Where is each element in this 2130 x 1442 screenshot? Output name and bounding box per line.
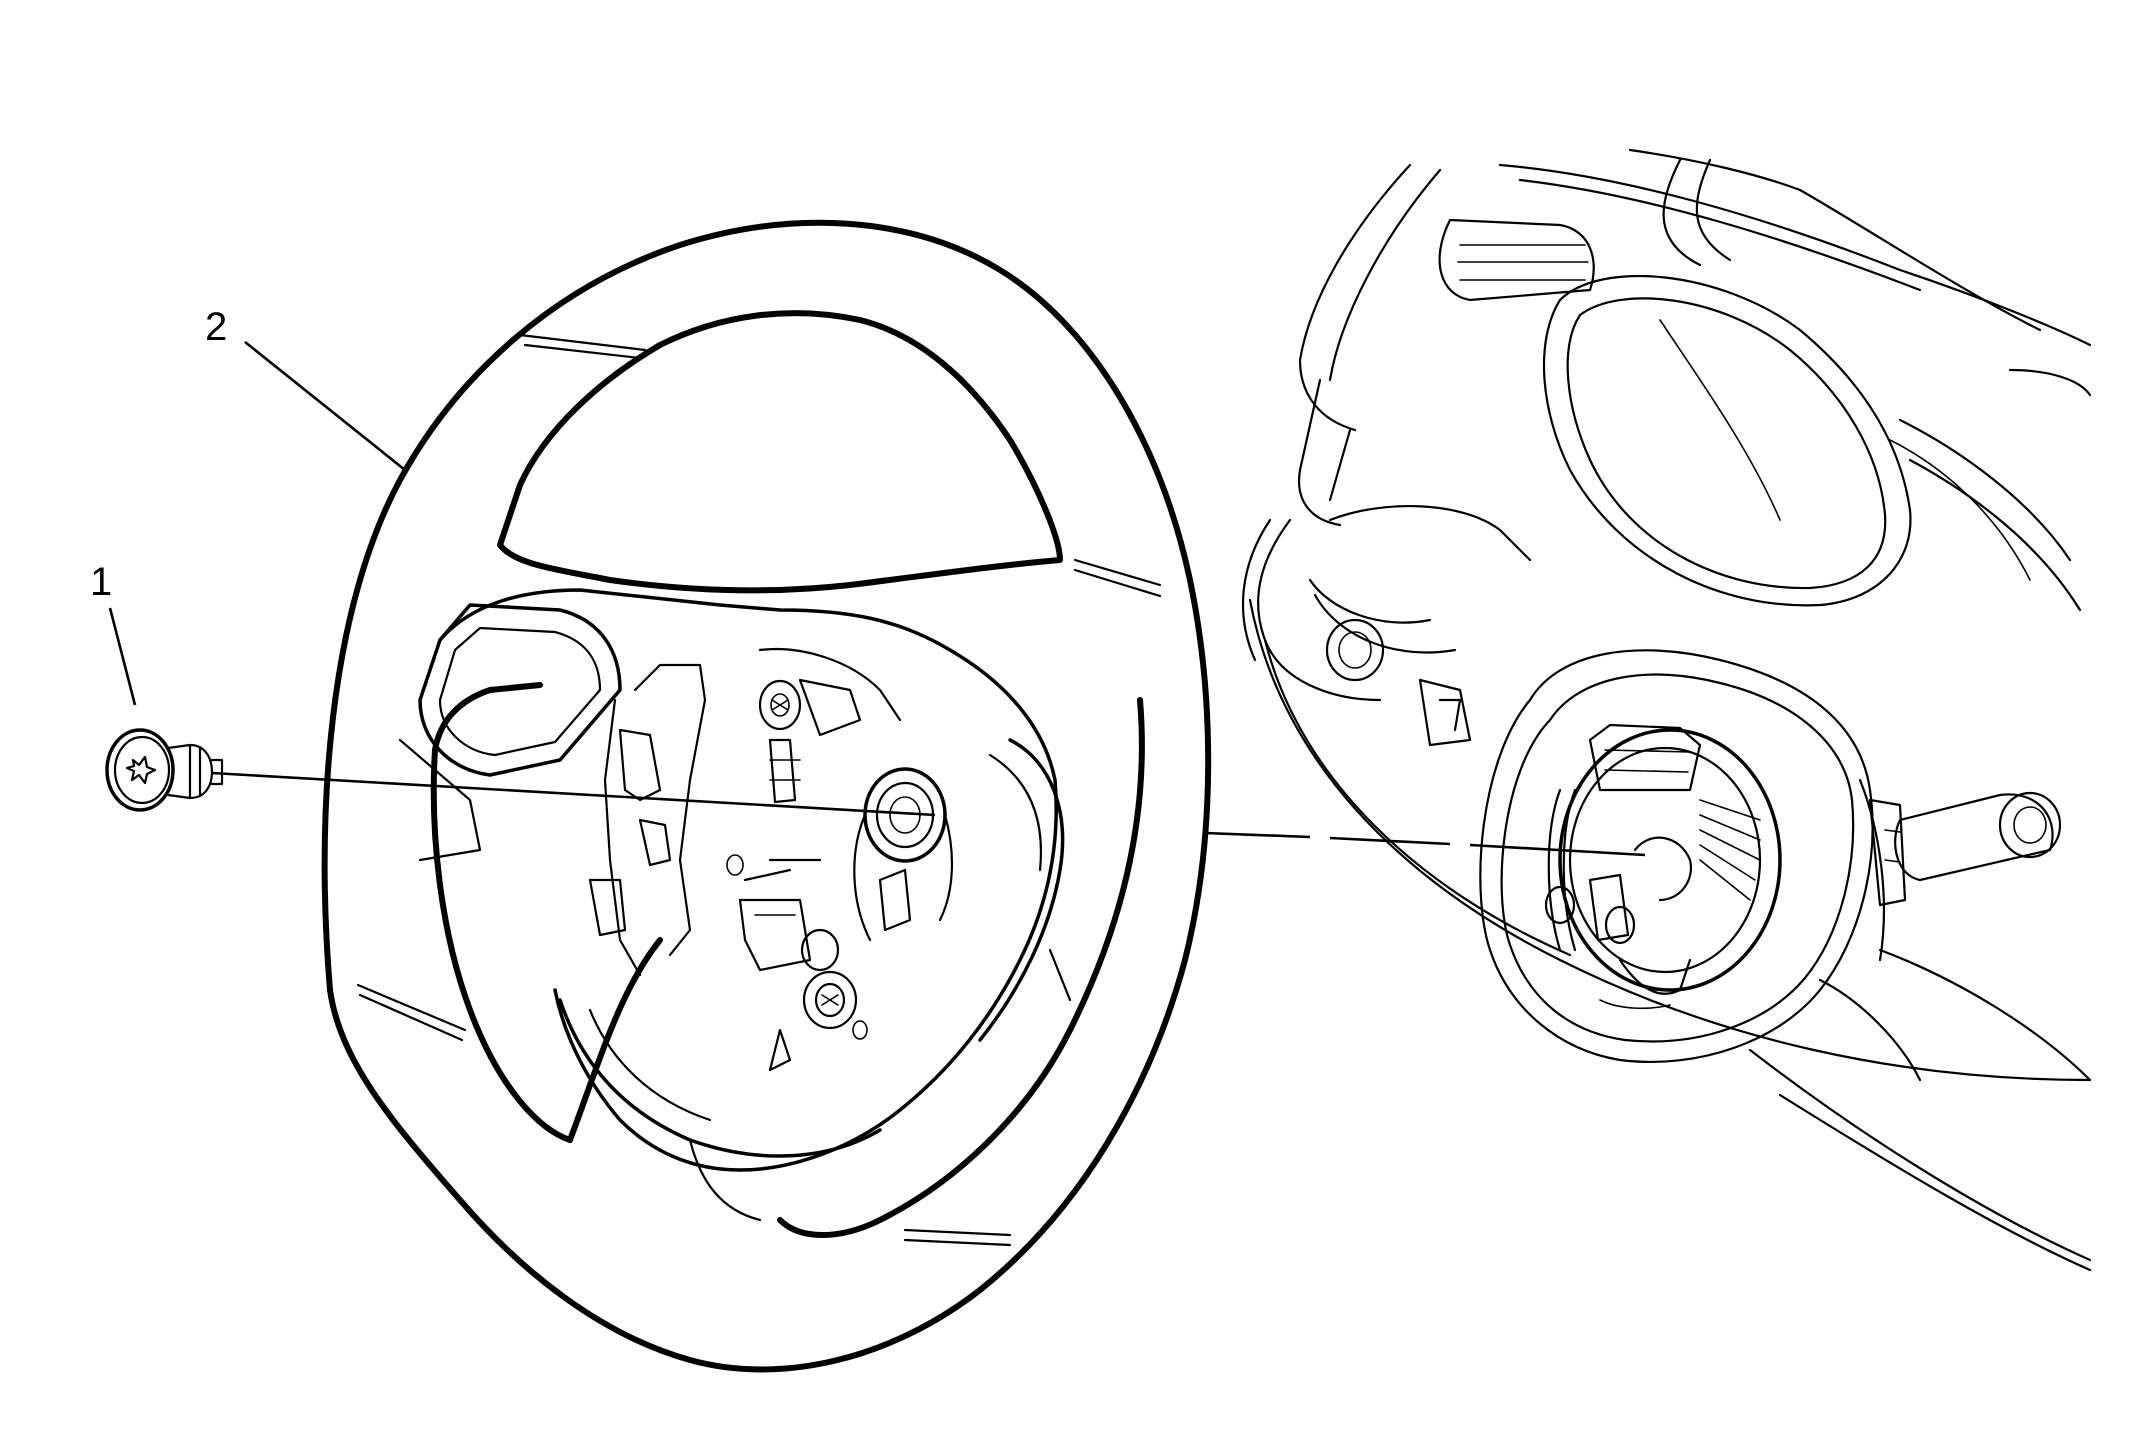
callout-labels: 1 2 — [90, 305, 227, 604]
callout-leaders — [108, 340, 406, 706]
steering-wheel — [321, 219, 1212, 1373]
callout-2: 2 — [205, 305, 227, 349]
callout-1: 1 — [90, 560, 112, 604]
bolt — [105, 728, 224, 812]
dashboard-assembly — [1241, 148, 2092, 1272]
alignment-lines — [211, 771, 1646, 857]
